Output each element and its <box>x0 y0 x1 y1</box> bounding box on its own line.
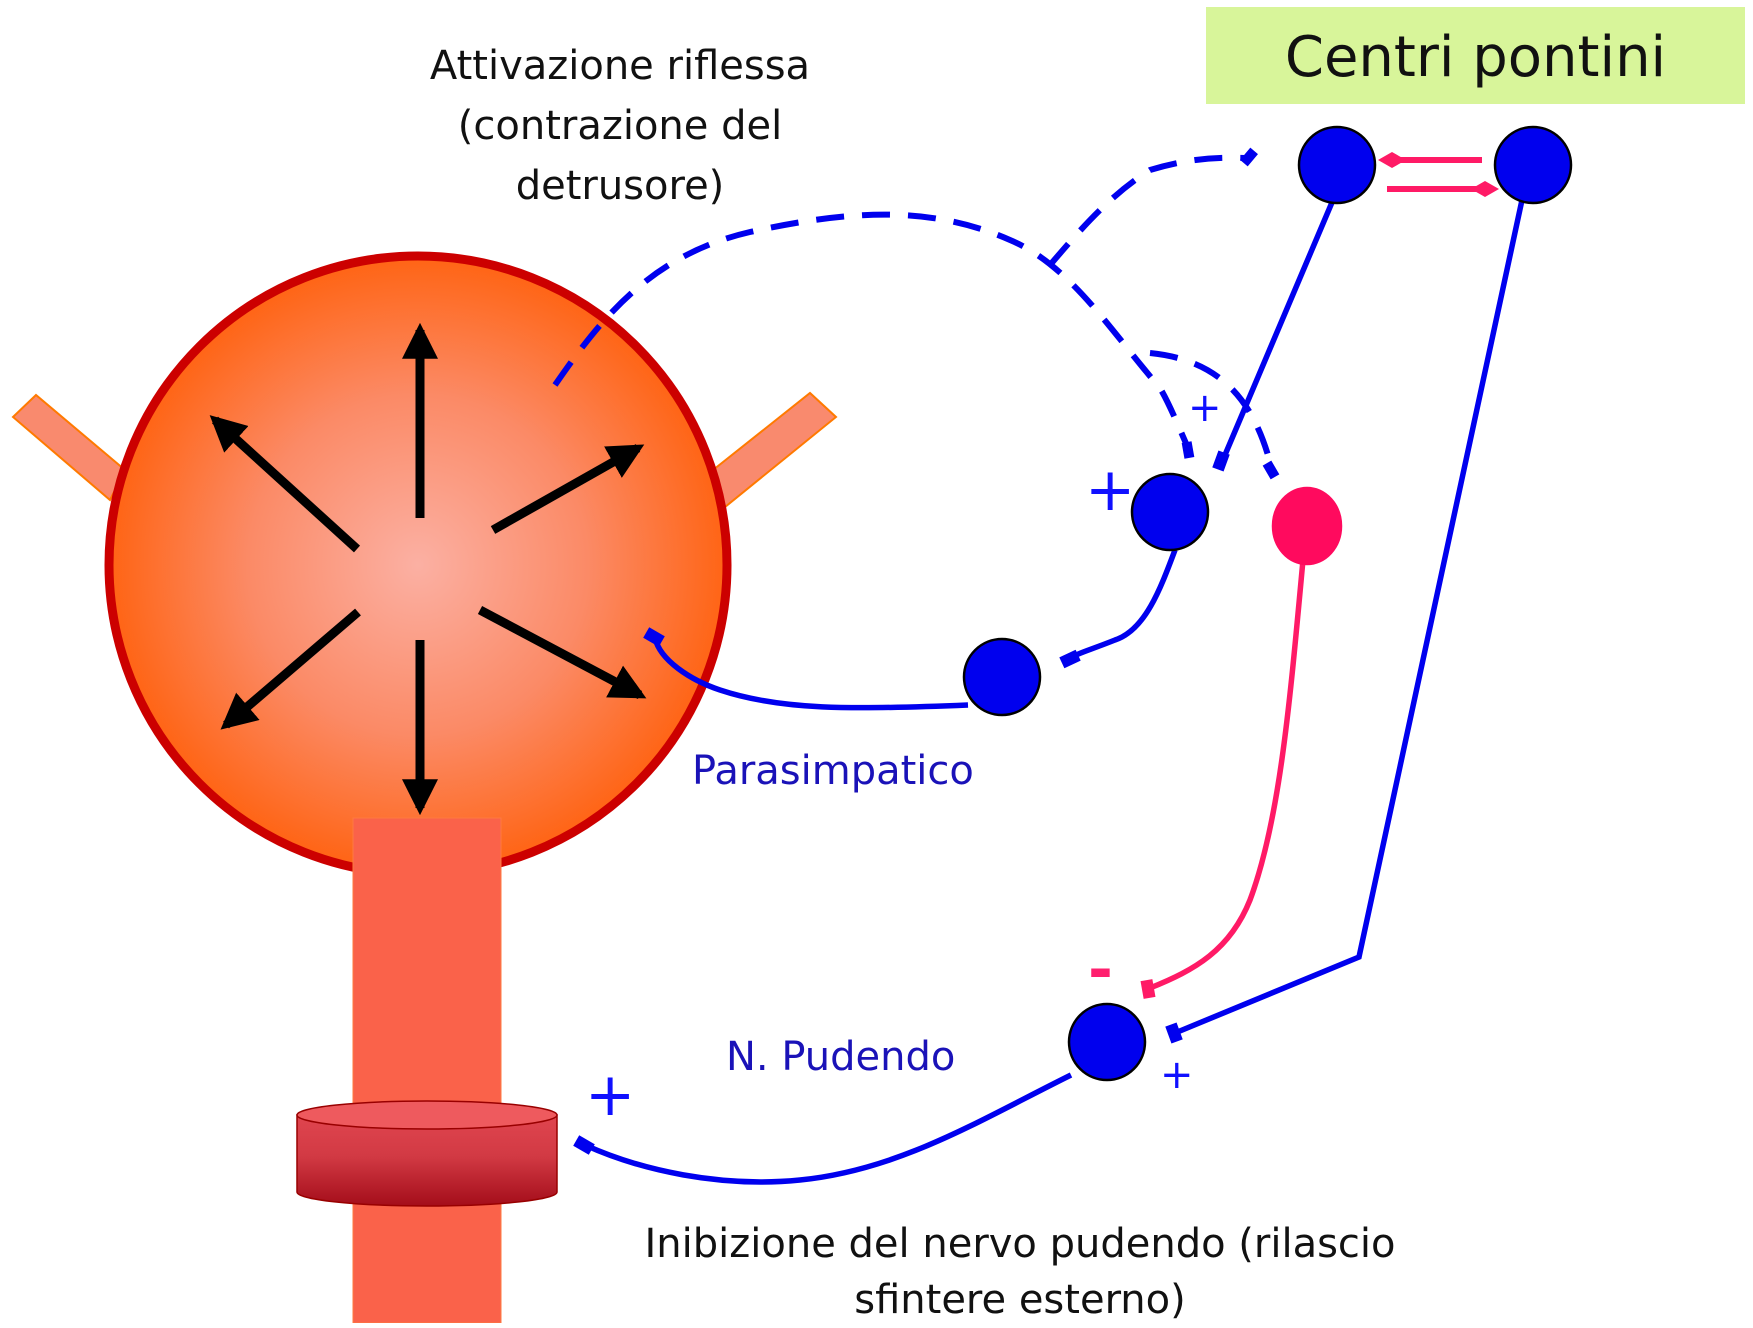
plus-sign-pudendal: + <box>1160 1052 1194 1098</box>
urethra <box>352 817 502 1323</box>
parasympathetic-ganglion-neuron <box>962 637 1042 717</box>
detrusor-contraction-arrows <box>209 322 647 816</box>
inhibitory-pathway <box>1148 559 1306 991</box>
pontine-neuron-right <box>1493 125 1573 205</box>
inhibition-label-line-2: sfintere esterno) <box>854 1277 1186 1323</box>
reflex-label-line-2: (contrazione del <box>457 103 783 149</box>
pudendal-nerve-label: N. Pudendo <box>726 1034 956 1080</box>
inhibitory-terminal <box>1140 979 1156 999</box>
arrow-up-left <box>209 415 361 553</box>
efferent-pathways <box>583 198 1525 1185</box>
afferent-dashed-pathways <box>552 154 1275 471</box>
left-ureter <box>11 393 127 502</box>
neurons <box>962 125 1573 1082</box>
external-sphincter <box>296 1100 558 1207</box>
reflex-label-line-1: Attivazione riflessa <box>429 43 811 89</box>
pontine-centers-title: Centri pontini <box>1284 25 1667 90</box>
afferent-to-pink <box>1149 350 1275 471</box>
right-ureter <box>711 391 838 509</box>
inhibitory-interneuron <box>1271 486 1343 566</box>
spinal-to-ganglion-line <box>1068 549 1178 661</box>
arrow-down-left <box>220 608 361 730</box>
plus-sign-dashed: + <box>1188 385 1222 431</box>
plus-sign-spinal: + <box>1085 455 1136 525</box>
arrow-down-right <box>477 606 647 699</box>
pontine-to-spinal-line <box>1219 198 1336 464</box>
afferent-to-pontine <box>1047 154 1249 267</box>
pontine-interconnection <box>1378 152 1499 197</box>
arrow-up-right <box>490 444 645 534</box>
ganglion-to-bladder-line <box>652 637 969 711</box>
pontine-neuron-left <box>1297 125 1377 205</box>
reflex-activation-label: Attivazione riflessa (contrazione del de… <box>400 36 840 216</box>
pudendal-motor-neuron <box>1067 1002 1147 1082</box>
efferent-terminals <box>573 450 1230 1155</box>
pudendal-to-sphincter-line <box>583 1072 1073 1185</box>
pontine-centers-title-box: Centri pontini <box>1206 7 1745 104</box>
parasympathetic-label: Parasimpatico <box>692 748 974 794</box>
pudendal-inhibition-label: Inibizione del nervo pudendo (rilascio s… <box>600 1216 1440 1328</box>
plus-sign-sphincter: + <box>585 1060 636 1130</box>
minus-sign-inhibitory: - <box>1088 935 1113 1005</box>
reflex-label-line-3: detrusore) <box>515 163 725 209</box>
inhibition-label-line-1: Inibizione del nervo pudendo (rilascio <box>644 1221 1396 1267</box>
afferent-bladder-to-spinal <box>552 211 1191 450</box>
spinal-parasympathetic-neuron <box>1130 472 1210 552</box>
pontine-to-pudendal-line <box>1173 199 1525 1036</box>
dashed-terminals <box>1181 147 1280 480</box>
